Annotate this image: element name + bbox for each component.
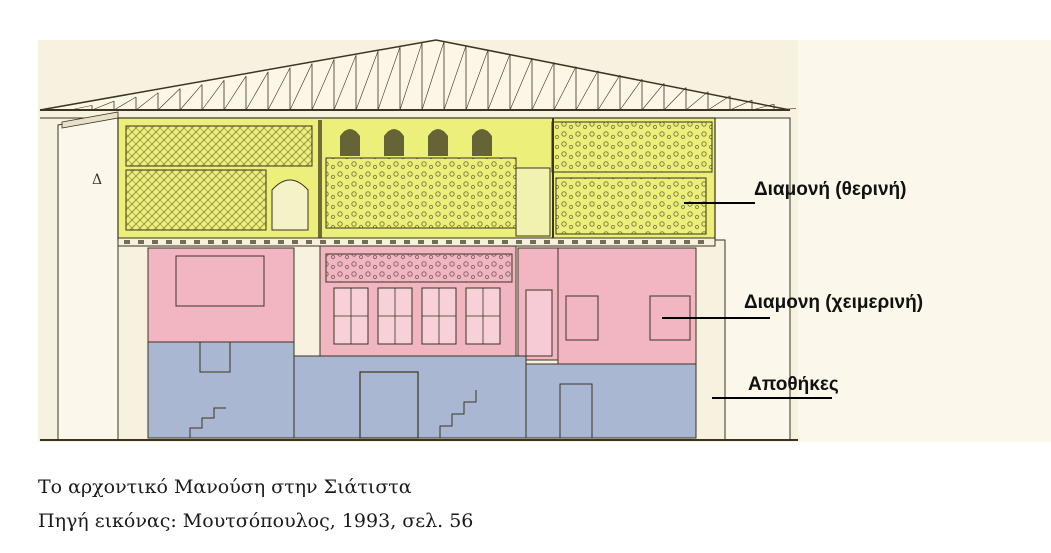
roof-brace	[729, 99, 753, 111]
label-winter-residence: Διαμονη (χειμερινή)	[744, 292, 924, 313]
roof-brace	[355, 50, 379, 111]
joist-end	[124, 240, 130, 244]
roof-brace	[311, 59, 335, 111]
joist-end	[656, 240, 662, 244]
roof-brace	[179, 84, 203, 111]
joist-end	[642, 240, 648, 244]
roof-brace	[531, 62, 555, 111]
roof-brace	[707, 95, 731, 111]
joist-end	[194, 240, 200, 244]
roof-brace	[421, 41, 445, 111]
roof-brace	[597, 74, 621, 111]
joist-end	[334, 240, 340, 244]
joist-end	[474, 240, 480, 244]
joist-end	[278, 240, 284, 244]
summer-zone	[117, 117, 716, 241]
joist-end	[236, 240, 242, 244]
joist-end	[418, 240, 424, 244]
joist-end	[264, 240, 270, 244]
joist-end	[698, 240, 704, 244]
joist-end	[138, 240, 144, 244]
roof-brace	[465, 49, 489, 111]
roof-brace	[157, 88, 181, 111]
joist-end	[572, 240, 578, 244]
roof-brace	[751, 103, 775, 111]
caption-source: Πηγή εικόνας: Μουτσόπουλος, 1993, σελ. 5…	[38, 510, 474, 532]
arch-window	[472, 129, 492, 156]
label-storage: Αποθήκες	[748, 374, 839, 395]
roof-brace	[135, 92, 159, 111]
joist-end	[614, 240, 620, 244]
side-letter-mark: Δ	[92, 172, 103, 188]
arch-window	[340, 129, 360, 156]
floor-beam	[117, 237, 716, 247]
roof-brace	[487, 53, 511, 111]
roof-brace	[223, 75, 247, 111]
label-summer-residence: Διαμονή (θερινή)	[754, 179, 907, 200]
roof-brace	[333, 55, 357, 111]
roof-brace	[641, 83, 665, 111]
joist-end	[376, 240, 382, 244]
joist-end	[320, 240, 326, 244]
left-annex	[57, 111, 119, 441]
joist-end	[558, 240, 564, 244]
arch-window	[384, 129, 404, 156]
joist-end	[586, 240, 592, 244]
joist-end	[166, 240, 172, 244]
roof-brace	[91, 100, 115, 111]
joist-end	[152, 240, 158, 244]
roof-brace	[113, 96, 137, 111]
joist-end	[292, 240, 298, 244]
roof-brace	[443, 45, 467, 111]
roof-brace	[201, 80, 225, 111]
roof-brace	[619, 78, 643, 111]
roof-brace	[267, 67, 291, 111]
roof-brace	[289, 63, 313, 111]
roof-brace	[663, 87, 687, 111]
roof-brace	[69, 105, 93, 111]
joist-end	[362, 240, 368, 244]
roof-brace	[399, 42, 423, 111]
caption-title: Το αρχοντικό Μανούση στην Σιάτιστα	[38, 476, 412, 498]
joist-end	[488, 240, 494, 244]
joist-end	[208, 240, 214, 244]
drawing-paper-right	[798, 40, 1051, 442]
joist-end	[250, 240, 256, 244]
joist-end	[306, 240, 312, 244]
leader-lines	[662, 202, 832, 399]
joist-end	[684, 240, 690, 244]
joist-end	[628, 240, 634, 244]
roof-brace	[509, 58, 533, 111]
joist-end	[404, 240, 410, 244]
joist-end	[516, 240, 522, 244]
joist-end	[390, 240, 396, 244]
roof-brace	[575, 70, 599, 111]
joist-end	[600, 240, 606, 244]
joist-end	[222, 240, 228, 244]
joist-end	[670, 240, 676, 244]
roof-brace	[685, 91, 709, 111]
roof-brace	[245, 71, 269, 111]
joist-end	[460, 240, 466, 244]
storage-zone	[147, 341, 697, 439]
roof-brace	[773, 108, 797, 111]
roof-brace	[553, 66, 577, 111]
joist-end	[502, 240, 508, 244]
roof-brace	[377, 46, 401, 111]
joist-end	[432, 240, 438, 244]
joist-end	[180, 240, 186, 244]
joist-end	[530, 240, 536, 244]
joist-end	[446, 240, 452, 244]
joist-end	[544, 240, 550, 244]
winter-zone	[147, 245, 697, 365]
arch-window	[428, 129, 448, 156]
joist-end	[348, 240, 354, 244]
